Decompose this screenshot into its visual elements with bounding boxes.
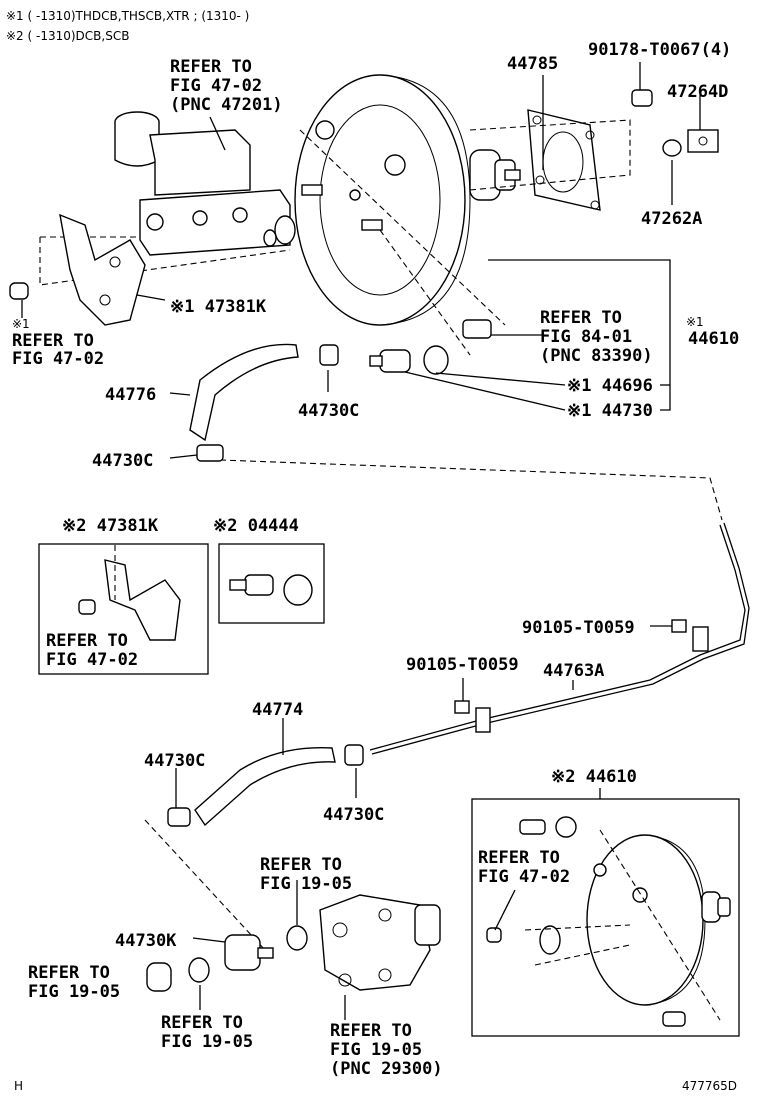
inset-box-04444 [218, 543, 325, 624]
label-44774: 44774 [252, 700, 303, 720]
diagram-id: 477765D [682, 1079, 737, 1093]
refer-label: REFER TO [540, 308, 622, 328]
refer-pnc: (PNC 29300) [330, 1059, 443, 1079]
refer-pnc: (PNC 83390) [540, 346, 653, 366]
union-44730k[interactable] [224, 934, 274, 971]
check-valve-44730[interactable] [369, 349, 411, 373]
hose-44774[interactable] [194, 746, 336, 827]
refer-label: REFER TO [12, 331, 94, 351]
label-44730: ※1 44730 [567, 401, 653, 421]
assembly-lines-top [39, 119, 723, 521]
nut-alt[interactable] [486, 927, 502, 943]
switch-alt[interactable] [662, 1011, 686, 1027]
refer-pnc: (PNC 47201) [170, 95, 283, 115]
bolt-90105-b[interactable] [454, 700, 470, 714]
refer-label: REFER TO [478, 848, 560, 868]
bolt-stud [301, 184, 383, 231]
label-44610: 44610 [688, 329, 739, 349]
refer-label: REFER TO [260, 855, 342, 875]
hose-44776[interactable] [189, 343, 299, 442]
label-44730c: 44730C [92, 451, 153, 471]
brake-booster[interactable] [294, 74, 521, 326]
label-90105: 90105-T0059 [406, 655, 519, 675]
label-44696: ※1 44696 [567, 376, 653, 396]
nut-47262a[interactable] [662, 139, 682, 157]
refer-label: REFER TO [330, 1021, 412, 1041]
refer-label: REFER TO [28, 963, 110, 983]
refer-fig: FIG 47-02 [478, 867, 570, 887]
nut-90178[interactable] [631, 89, 653, 107]
refer-fig: FIG 19-05 [28, 982, 120, 1002]
note-1: ※1 ( -1310)THDCB,THSCB,XTR ; (1310- ) [6, 9, 249, 23]
mark-1: ※1 [686, 315, 704, 329]
bracket-47381k[interactable] [59, 213, 146, 326]
nut-left[interactable] [9, 282, 29, 300]
refer-fig: FIG 19-05 [330, 1040, 422, 1060]
o-ring[interactable] [286, 925, 308, 951]
note-2: ※2 ( -1310)DCB,SCB [6, 29, 129, 43]
clevis-47264d[interactable] [687, 129, 719, 153]
refer-fig: FIG 47-02 [12, 349, 104, 369]
refer-fig: FIG 47-02 [170, 76, 262, 96]
label-47262a: 47262A [641, 209, 702, 229]
footer-left: H [14, 1079, 23, 1093]
gasket-alt[interactable] [539, 925, 561, 955]
clamp-44730c-a[interactable] [319, 344, 339, 366]
leader [192, 937, 226, 943]
nut-inset[interactable] [78, 599, 96, 615]
label-44776: 44776 [105, 385, 156, 405]
leader-lines-top [21, 62, 701, 459]
grommet-valve-alt[interactable] [519, 816, 577, 838]
clamp-44730c-b[interactable] [196, 444, 224, 462]
label-44730c: 44730C [298, 401, 359, 421]
label-47264d: 47264D [667, 82, 728, 102]
label-44730k: 44730K [115, 931, 177, 951]
label-47381k: ※2 47381K [62, 516, 159, 536]
label-44785: 44785 [507, 54, 558, 74]
gasket-44785[interactable] [527, 109, 601, 211]
inset-box-44610 [471, 798, 740, 1037]
brake-booster-alt[interactable] [586, 834, 731, 1006]
clamp-44730c-c[interactable] [344, 744, 364, 766]
label-44610: ※2 44610 [551, 767, 637, 787]
refer-fig: FIG 19-05 [161, 1032, 253, 1052]
label-47381k: ※1 47381K [170, 297, 267, 317]
label-44730c: 44730C [144, 751, 205, 771]
refer-fig: FIG 84-01 [540, 327, 632, 347]
refer-label: REFER TO [46, 631, 128, 651]
label-44730c: 44730C [323, 805, 384, 825]
grommet-44696[interactable] [423, 345, 449, 375]
inset-box-47381k [38, 543, 209, 675]
bracket-47381k-alt[interactable] [104, 559, 181, 641]
plug[interactable] [146, 962, 172, 992]
assembly-lines-alt [494, 829, 721, 1021]
refer-label: REFER TO [170, 57, 252, 77]
refer-label: REFER TO [161, 1013, 243, 1033]
refer-fig: FIG 47-02 [46, 650, 138, 670]
master-cylinder[interactable] [114, 111, 296, 256]
label-90105: 90105-T0059 [522, 618, 635, 638]
gasket[interactable] [188, 957, 210, 983]
vacuum-pipe-44763a[interactable] [369, 522, 750, 755]
bolt-90105-a[interactable] [671, 619, 687, 633]
label-90178: 90178-T0067(4) [588, 40, 731, 60]
vacuum-switch[interactable] [462, 319, 492, 339]
check-valve-kit-04444[interactable] [229, 574, 313, 606]
vacuum-pump[interactable] [319, 894, 441, 991]
label-04444: ※2 04444 [213, 516, 299, 536]
label-44763a: 44763A [543, 661, 604, 681]
refer-fig: FIG 19-05 [260, 874, 352, 894]
clamp-44730c-d[interactable] [167, 807, 191, 827]
mark-1: ※1 [12, 317, 30, 331]
